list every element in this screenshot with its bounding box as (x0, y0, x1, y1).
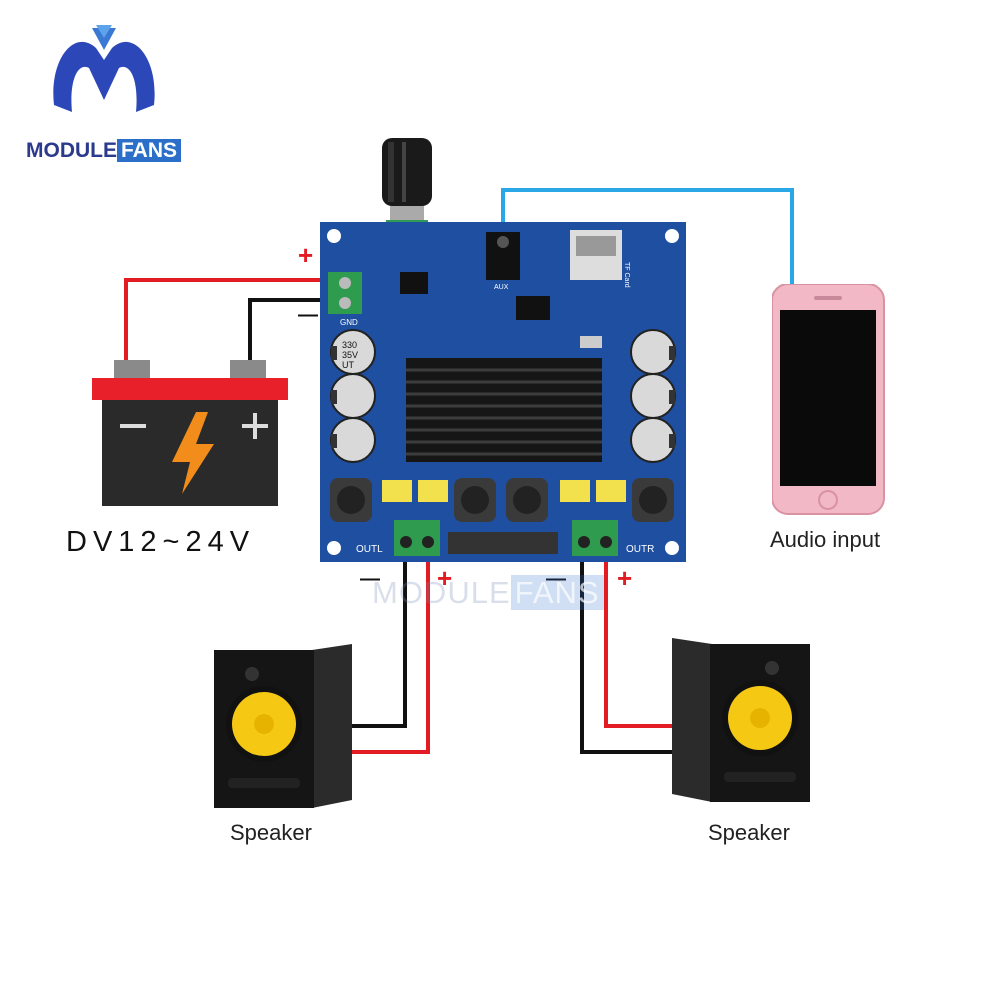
battery-black-wire (248, 298, 340, 368)
brand-module-text: MODULE (26, 139, 117, 162)
audio-input-label: Audio input (770, 527, 881, 552)
speaker-right (670, 634, 812, 804)
power-minus-sign: — (298, 304, 318, 326)
brand-logo (44, 20, 164, 138)
speaker-left-label: Speaker (230, 820, 312, 845)
board-label-aux: AUX (494, 284, 509, 291)
left-plus-sign: + (437, 563, 453, 593)
aux-cable (501, 188, 794, 290)
board-label-tf: TF Card (623, 262, 630, 288)
phone (772, 284, 886, 516)
brand-fans-text: FANS (117, 139, 182, 162)
cap-text-2: 35V (342, 350, 359, 360)
amplifier-board (320, 222, 686, 562)
board-label-outl: OUTL (356, 544, 383, 555)
watermark-module-text: MODULE (372, 575, 511, 610)
right-red-wire (604, 545, 672, 728)
speaker-left (212, 640, 354, 810)
speaker-icon (214, 644, 352, 808)
battery-icon (92, 360, 288, 506)
phone-icon (772, 284, 885, 515)
right-minus-sign: — (546, 568, 566, 590)
left-minus-sign: — (360, 568, 380, 590)
cap-text-3: UT (342, 360, 354, 370)
speaker-icon (672, 638, 810, 802)
board-label-outr: OUTR (626, 544, 655, 555)
voltage-label: DV12~24V (66, 526, 256, 558)
speaker-right-label: Speaker (708, 820, 790, 845)
battery-red-wire (124, 278, 340, 368)
power-plus-sign: + (298, 240, 314, 270)
board-capacitor-text: 330 35V UT (342, 340, 358, 370)
brand-logo-icon (53, 25, 155, 112)
right-black-wire (580, 545, 672, 754)
cap-text-1: 330 (342, 340, 358, 350)
watermark-fans-text: FANS (510, 575, 604, 610)
left-red-wire (352, 545, 430, 754)
left-black-wire (352, 545, 407, 728)
board-label-gnd: GND (340, 318, 358, 327)
board-icon (320, 222, 686, 562)
battery (92, 360, 290, 510)
right-plus-sign: + (617, 563, 633, 593)
